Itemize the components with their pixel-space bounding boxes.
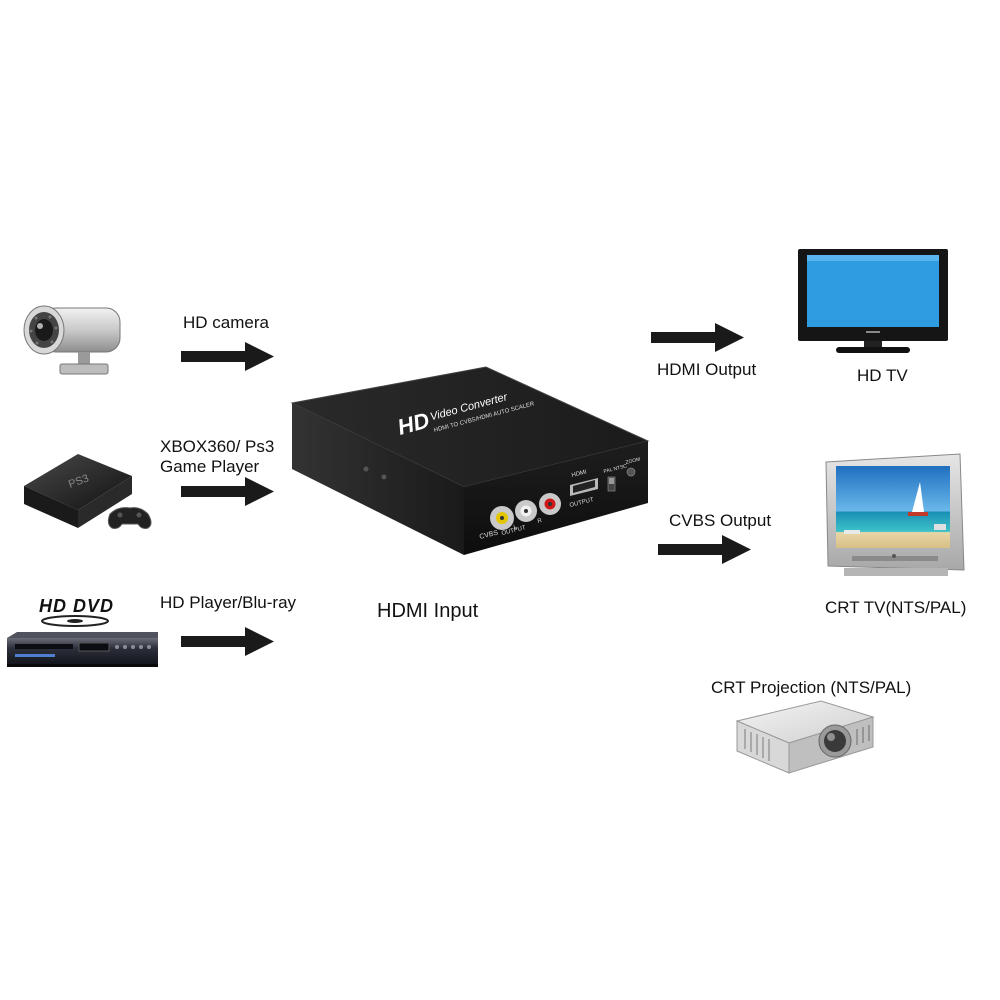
arrow-right-icon [658, 535, 751, 564]
svg-text:ZOOM: ZOOM [625, 456, 641, 465]
svg-text:L: L [513, 524, 518, 531]
hd-video-converter-device: HD Video Converter HDMI TO CVBS/HDMI AUT… [290, 366, 650, 555]
arrow-right-icon [651, 323, 744, 352]
crt-tv-icon [825, 453, 965, 576]
svg-text:OUTPUT: OUTPUT [501, 525, 527, 537]
svg-text:R: R [537, 518, 543, 525]
hd-dvd-logo: HD DVD [39, 596, 115, 616]
cctv-camera-icon [23, 305, 121, 375]
hd-tv-label: HD TV [857, 366, 908, 385]
input-label-hd-camera: HD camera [183, 313, 269, 332]
hd-dvd-disc-icon [41, 615, 109, 627]
game-console-icon: PS3 [24, 454, 152, 529]
crt-projection-label: CRT Projection (NTS/PAL) [711, 678, 912, 697]
svg-text:HDMI: HDMI [571, 469, 588, 479]
arrow-right-icon [181, 477, 274, 506]
svg-text:OUTPUT: OUTPUT [569, 497, 595, 509]
dvd-player-icon [7, 632, 158, 667]
input-label-console-line2: Game Player [160, 457, 260, 476]
input-label-hd-player: HD Player/Blu-ray [160, 593, 297, 612]
flat-tv-icon [798, 249, 948, 353]
crt-tv-label: CRT TV(NTS/PAL) [825, 598, 967, 617]
arrow-right-icon [181, 342, 274, 371]
svg-text:PAL NTSC: PAL NTSC [603, 463, 628, 475]
arrow-right-icon [181, 627, 274, 656]
hdmi-output-label: HDMI Output [657, 360, 757, 379]
cvbs-output-label: CVBS Output [669, 511, 772, 530]
svg-text:CVBS: CVBS [479, 529, 500, 540]
hdmi-input-label: HDMI Input [377, 600, 479, 622]
projector-icon [735, 700, 875, 774]
input-label-console-line1: XBOX360/ Ps3 [160, 437, 275, 456]
